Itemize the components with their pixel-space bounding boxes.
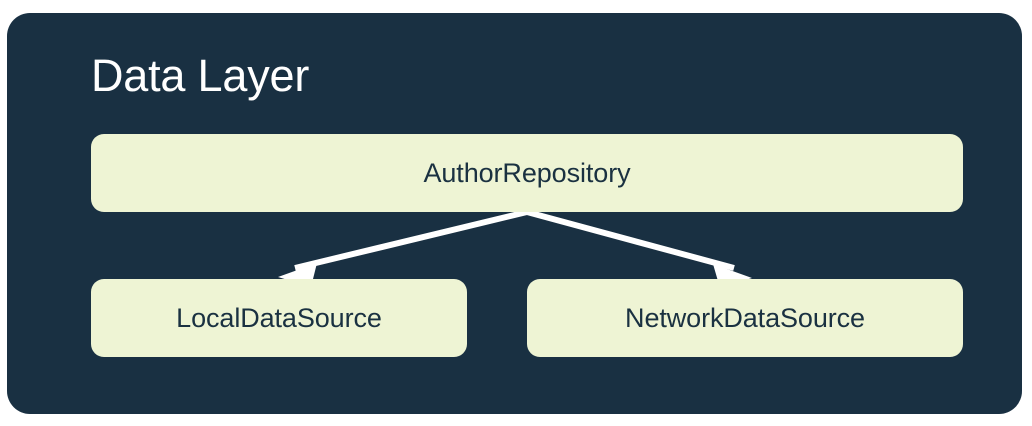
edge-repository-to-network (526, 209, 752, 288)
node-label-author-repository: AuthorRepository (423, 157, 631, 188)
node-local-data-source[interactable]: LocalDataSource (91, 279, 467, 357)
data-layer-container: Data Layer AuthorRepository LocalDataSou… (7, 13, 1022, 414)
node-author-repository[interactable]: AuthorRepository (91, 134, 963, 212)
layer-title: Data Layer (91, 50, 310, 101)
node-label-local-data-source: LocalDataSource (176, 302, 382, 333)
node-network-data-source[interactable]: NetworkDataSource (527, 279, 963, 357)
edge-repository-to-local (278, 209, 528, 287)
node-label-network-data-source: NetworkDataSource (625, 302, 865, 333)
